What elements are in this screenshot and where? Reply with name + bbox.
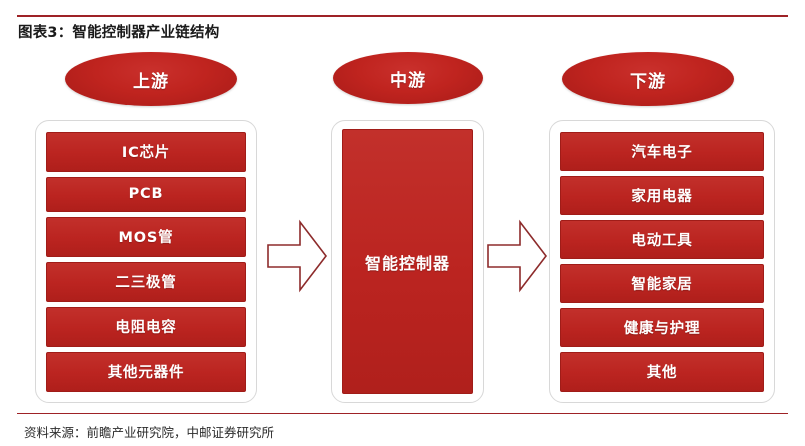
upstream-item-label: 其他元器件: [107, 365, 185, 381]
upstream-item-label: PCB: [128, 186, 164, 202]
downstream-item: 健康与护理: [560, 308, 764, 348]
midstream-item-label: 智能控制器: [364, 253, 450, 273]
downstream-item: 家用电器: [560, 175, 764, 215]
downstream-group: 汽车电子 家用电器 电动工具 智能家居 健康与护理 其他: [549, 120, 775, 403]
upstream-item: IC芯片: [46, 131, 246, 172]
downstream-item: 电动工具: [560, 219, 764, 260]
stage-label-midstream-text: 中游: [390, 70, 426, 91]
stage-label-midstream: 中游: [333, 52, 483, 104]
stage-label-downstream: 下游: [562, 52, 734, 106]
upstream-item: 电阻电容: [46, 306, 246, 347]
downstream-item-label: 智能家居: [631, 277, 693, 294]
downstream-item: 汽车电子: [560, 131, 764, 171]
upstream-item-label: MOS管: [118, 230, 174, 246]
upstream-group: IC芯片 PCB MOS管 二三极管 电阻电容 其他元器件: [35, 120, 257, 403]
source-rule-bottom: [17, 413, 788, 414]
title-rule-top: [17, 15, 788, 17]
downstream-item-label: 其他: [646, 365, 678, 382]
downstream-item-label: 家用电器: [631, 188, 693, 205]
arrow-right-icon: [266, 219, 328, 293]
downstream-item-label: 健康与护理: [623, 321, 701, 338]
downstream-item: 智能家居: [560, 264, 764, 304]
downstream-item-label: 汽车电子: [631, 144, 693, 161]
upstream-item-label: 二三极管: [115, 275, 177, 291]
midstream-item: 智能控制器: [342, 129, 473, 394]
upstream-item: PCB: [46, 176, 246, 212]
figure-title: 图表3：智能控制器产业链结构: [18, 25, 220, 41]
midstream-group: 智能控制器: [331, 120, 484, 403]
stage-label-upstream-text: 上游: [133, 71, 169, 92]
upstream-item-label: 电阻电容: [115, 320, 177, 336]
upstream-item-label: IC芯片: [121, 145, 171, 161]
upstream-item: MOS管: [46, 216, 246, 257]
stage-label-downstream-text: 下游: [630, 71, 666, 92]
stage-label-upstream: 上游: [65, 52, 237, 106]
downstream-item: 其他: [560, 352, 764, 392]
upstream-item: 二三极管: [46, 261, 246, 302]
source-note: 资料来源：前瞻产业研究院，中邮证券研究所: [24, 425, 275, 440]
arrow-right-icon: [486, 219, 548, 293]
upstream-item: 其他元器件: [46, 351, 246, 392]
downstream-item-label: 电动工具: [631, 232, 693, 249]
